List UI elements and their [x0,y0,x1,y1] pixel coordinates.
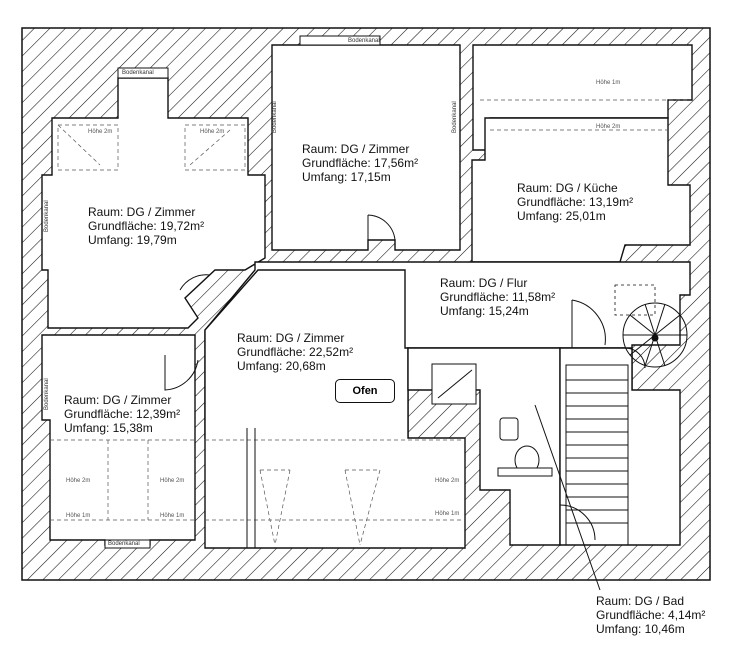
hoehe-label-m-2m-b: Höhe 2m [435,478,460,484]
height-lines [50,99,690,546]
room-label-zimmer-left-lower: Raum: DG / Zimmer Grundfläche: 12,39m² U… [64,393,181,435]
doors [164,214,646,545]
bodenkanal-label-bottom: Bodenkanal [108,541,140,547]
hoehe-label-left-2m-a: Höhe 2m [88,129,113,135]
room-label-bad: Raum: DG / Bad Grundfläche: 4,14m² Umfan… [596,594,706,636]
bath-fixtures [431,363,553,477]
hoehe-label-m-1m-a: Höhe 1m [160,513,185,519]
bodenkanal-label-left-lower: Bodenkanal [44,378,50,410]
hoehe-label-ll-2m: Höhe 2m [66,478,91,484]
bodenkanal-label-zimmer-right: Bodenkanal [452,101,458,133]
hoehe-label-m-2m-a: Höhe 2m [160,478,185,484]
bodenkanal-label-left-upper: Bodenkanal [44,200,50,232]
bodenkanal-label-top-left: Bodenkanal [122,70,154,76]
spiral-stair [622,302,688,368]
room-zimmer-middle [204,269,466,549]
bodenkanal-label-top: Bodenkanal [348,38,380,44]
room-zimmer-left-upper [41,77,266,329]
hoehe-label-left-2m-b: Höhe 2m [200,129,225,135]
hoehe-label-kueche-1m: Höhe 1m [596,80,621,86]
hoehe-label-m-1m-b: Höhe 1m [435,511,460,517]
bodenkanal-label-zimmer-left: Bodenkanal [272,101,278,133]
room-label-zimmer-left-upper: Raum: DG / Zimmer Grundfläche: 19,72m² U… [88,205,205,247]
hoehe-label-kueche-2m: Höhe 2m [596,124,621,130]
room-kueche-main [471,117,691,263]
room-label-zimmer-top: Raum: DG / Zimmer Grundfläche: 17,56m² U… [302,142,419,184]
room-label-flur: Raum: DG / Flur Grundfläche: 11,58m² Umf… [440,276,556,318]
room-label-zimmer-middle: Raum: DG / Zimmer Grundfläche: 22,52m² U… [237,331,354,373]
room-label-kueche: Raum: DG / Küche Grundfläche: 13,19m² Um… [517,181,634,223]
hoehe-label-ll-1m: Höhe 1m [66,513,91,519]
ofen-box: Ofen [335,379,395,403]
